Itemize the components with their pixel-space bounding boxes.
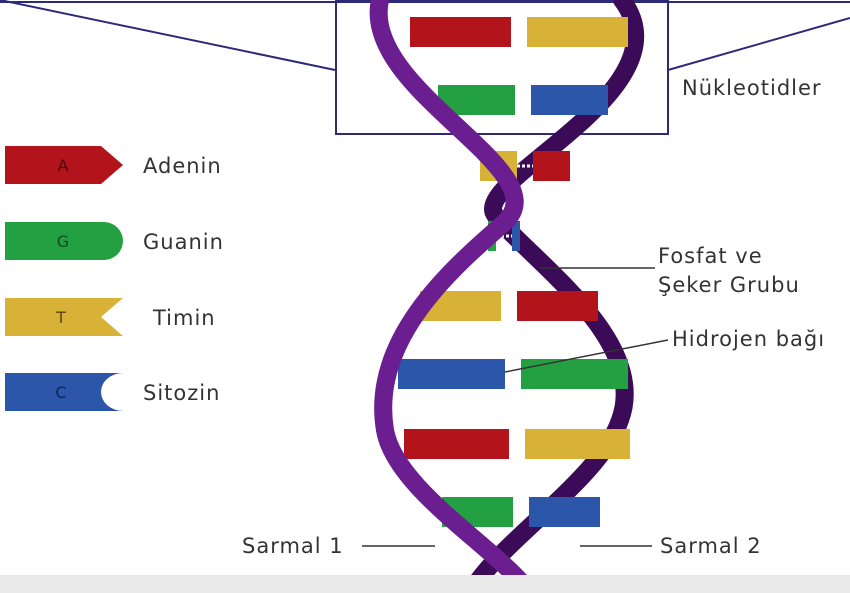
- cytosine-base: [529, 497, 600, 527]
- adenine-base: [533, 151, 570, 181]
- adenine-base: [410, 17, 511, 47]
- guanine-name: Guanin: [143, 230, 224, 254]
- nucleotides-label: Nükleotidler: [682, 76, 822, 100]
- thymine-base: [527, 17, 628, 47]
- strand1-label: Sarmal 1: [242, 534, 344, 558]
- base-pair: [398, 359, 628, 389]
- phosphate-sugar-label-line2: Şeker Grubu: [658, 273, 800, 297]
- adenine-base: [404, 429, 509, 459]
- guanine-chip: G: [5, 222, 123, 260]
- base-pair: [438, 85, 608, 115]
- thymine-name: Timin: [153, 306, 216, 330]
- thymine-chip-letter: T: [55, 308, 66, 327]
- thymine-chip: T: [5, 298, 123, 336]
- guanine-chip-letter: G: [57, 232, 69, 251]
- bottom-bar: [0, 575, 850, 593]
- hydrogen-bond-label: Hidrojen bağı: [672, 327, 825, 351]
- cytosine-name: Sitozin: [143, 381, 220, 405]
- thymine-base: [525, 429, 630, 459]
- cytosine-chip-letter: C: [55, 383, 66, 402]
- cytosine-base: [531, 85, 608, 115]
- base-pair: [410, 17, 628, 47]
- adenine-base: [517, 291, 598, 321]
- adenine-name: Adenin: [143, 154, 222, 178]
- adenine-chip: A: [5, 146, 123, 184]
- phosphate-sugar-label-line1: Fosfat ve: [658, 244, 763, 268]
- cytosine-base: [398, 359, 505, 389]
- base-pair: [420, 291, 598, 321]
- strand2-label: Sarmal 2: [660, 534, 762, 558]
- cytosine-chip: C: [5, 373, 123, 411]
- base-pair: [404, 429, 630, 459]
- guanine-base: [521, 359, 628, 389]
- adenine-chip-letter: A: [58, 156, 69, 175]
